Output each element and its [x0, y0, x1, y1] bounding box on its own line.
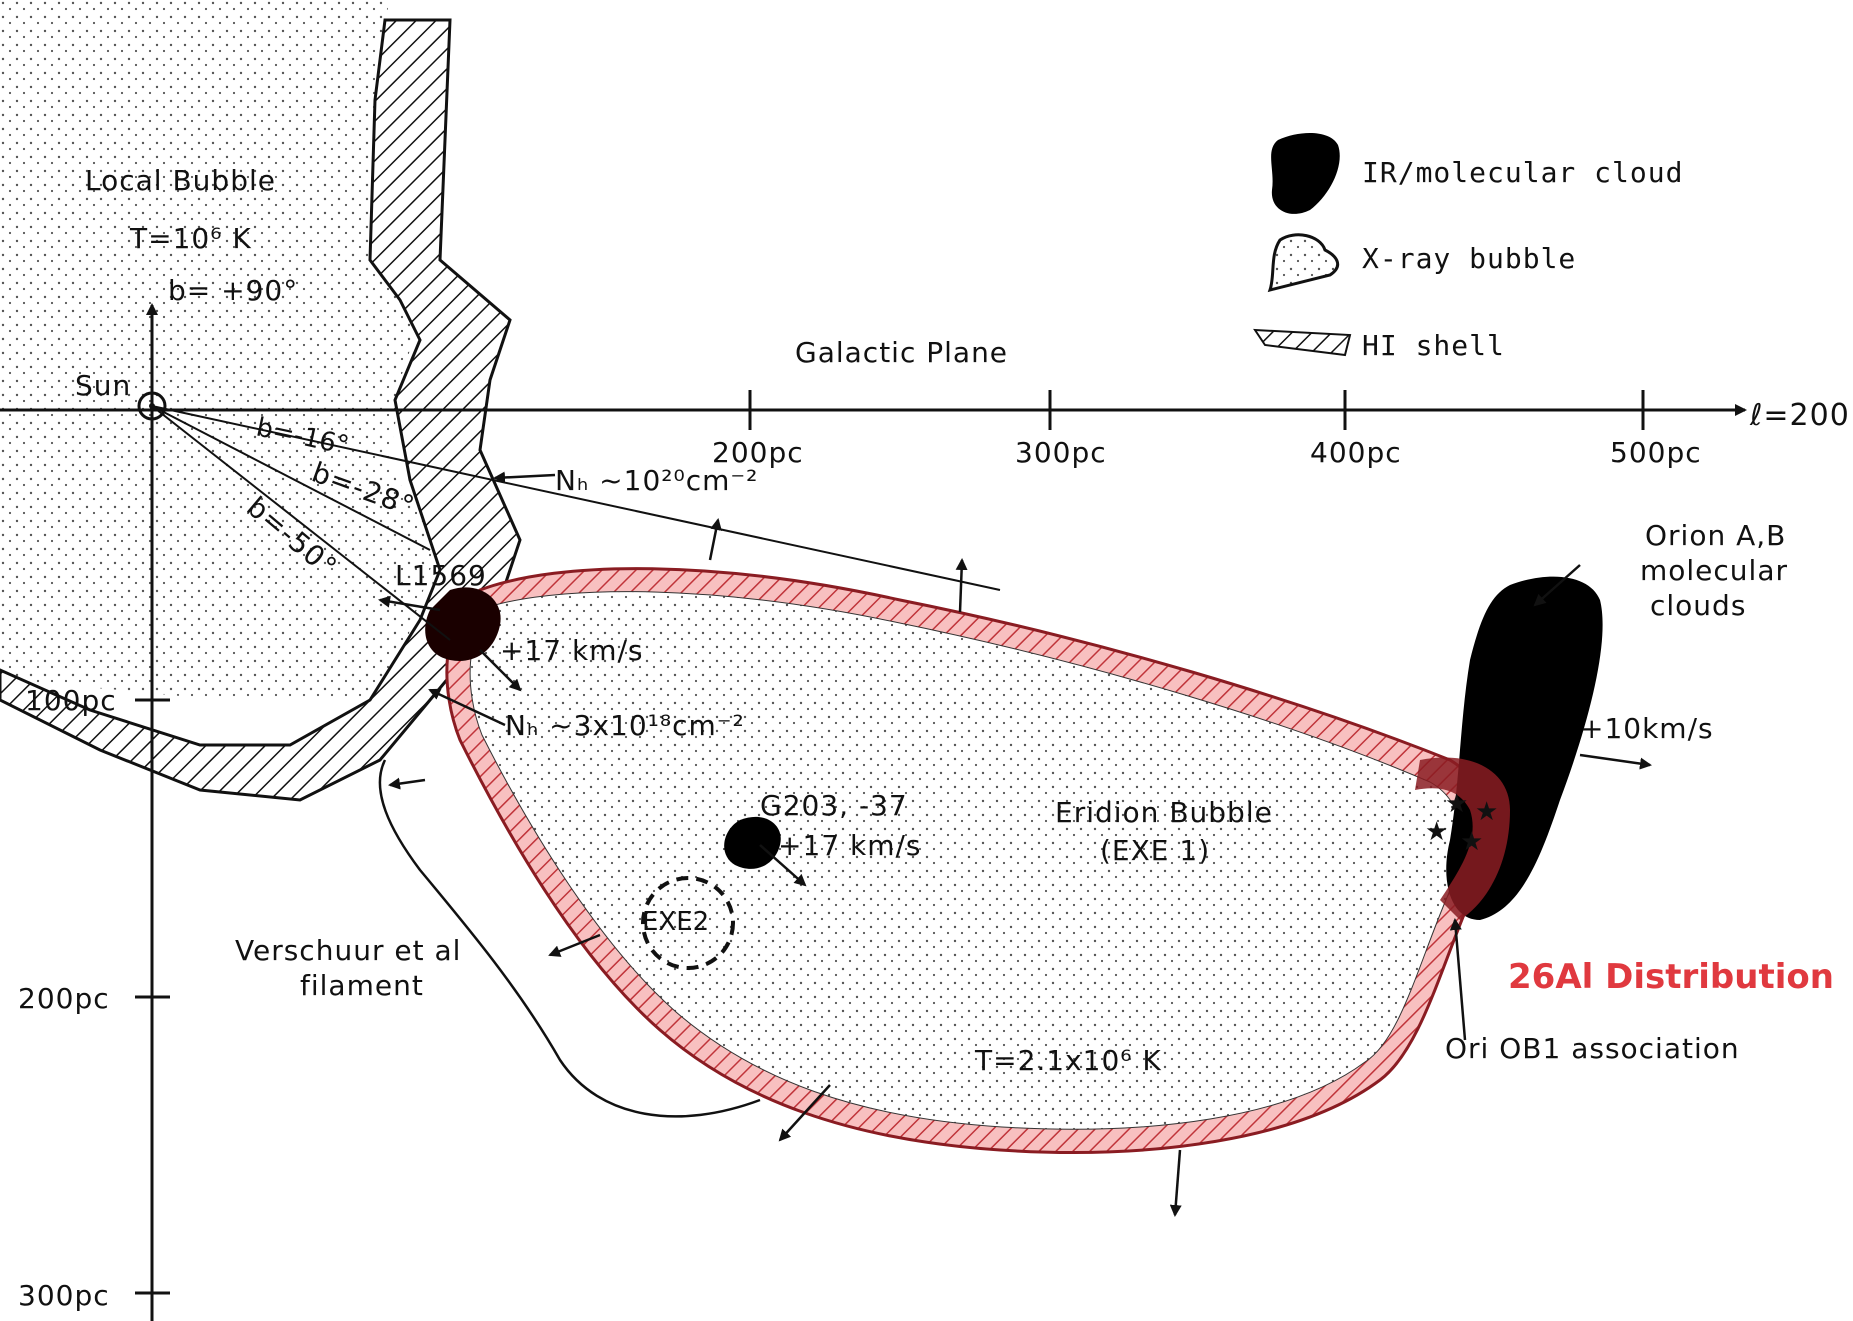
- orion-label-2: molecular: [1640, 554, 1788, 587]
- g203-label: G203, -37: [760, 789, 908, 822]
- arrow-10: [1579, 753, 1652, 770]
- local-bubble-label: Local Bubble: [85, 164, 276, 197]
- local-bubble-region: [0, 0, 440, 700]
- arrow-2: [955, 558, 968, 613]
- local-bubble-temp: T=10⁶ K: [129, 222, 252, 255]
- l1569-label: L1569: [395, 559, 487, 592]
- ori-ob1-label: Ori OB1 association: [1445, 1032, 1740, 1065]
- sightline-b-28: [151, 405, 431, 551]
- arrow-5: [388, 777, 426, 790]
- y-tick-label-100: 100pc: [25, 684, 117, 717]
- v-plus17b-label: +17 km/s: [778, 829, 922, 862]
- xray-bubble-icon: [1267, 233, 1340, 293]
- arrow-8: [778, 1084, 831, 1142]
- g203-cloud: [724, 816, 781, 869]
- arrow-6: [759, 844, 807, 887]
- y-tick-label-300: 300pc: [18, 1279, 110, 1312]
- eridion-temp-label: T=2.1x10⁶ K: [974, 1044, 1162, 1077]
- nh-1e20-label: Nₕ ~10²⁰cm⁻²: [555, 464, 758, 497]
- eridion-label-2: (EXE 1): [1100, 834, 1210, 867]
- arrow-13: [428, 688, 506, 727]
- sightline-b-16: [151, 405, 1001, 591]
- ori-star-4: ★: [1460, 827, 1483, 857]
- ori-star-3: ★: [1425, 817, 1448, 847]
- exe2-bubble: [641, 876, 735, 970]
- legend-ir-cloud-label: IR/molecular cloud: [1362, 156, 1683, 189]
- arrow-3: [479, 649, 522, 692]
- nh-3e18-label: Nₕ ~3x10¹⁸cm⁻²: [505, 709, 745, 742]
- arrow-1: [708, 518, 722, 561]
- sightline-b-50: [151, 405, 451, 641]
- l1569-cloud: [425, 587, 501, 661]
- eridion-label-1: Eridion Bubble: [1055, 796, 1273, 829]
- orion-label-1: Orion A,B: [1645, 519, 1786, 552]
- al26-label: 26Al Distribution: [1508, 957, 1834, 997]
- x-tick-label-500: 500pc: [1610, 436, 1702, 469]
- hi-shell-icon: [1253, 328, 1352, 357]
- eridion-interior: [469, 591, 1462, 1130]
- exe2-label: EXE2: [642, 907, 709, 937]
- ir-cloud-icon: [1271, 133, 1340, 214]
- v-plus10-label: +10km/s: [1580, 712, 1714, 745]
- v-plus17a-label: +17 km/s: [500, 634, 644, 667]
- verschuur-label-1: Verschuur et al: [235, 934, 461, 967]
- verschuur-filament-line: [378, 759, 761, 1118]
- sun-label: Sun: [75, 369, 131, 402]
- ori-star-1: ★: [1445, 789, 1468, 819]
- x-tick-label-300: 300pc: [1015, 436, 1107, 469]
- arrow-9: [1169, 1149, 1182, 1217]
- x-tick-label-200: 200pc: [712, 436, 804, 469]
- arrow-7: [548, 933, 601, 957]
- arrow-11: [1533, 564, 1581, 607]
- verschuur-label-2: filament: [300, 969, 424, 1002]
- arrow-14: [1449, 918, 1467, 1041]
- hi-shell-upper: [0, 18, 522, 802]
- sun-icon: [137, 391, 167, 421]
- x-tick-label-400: 400pc: [1310, 436, 1402, 469]
- orion-label-3: clouds: [1650, 589, 1746, 622]
- l-axis-label: ℓ=200: [1749, 398, 1850, 433]
- arrow-4: [378, 595, 441, 612]
- b-plus90-label: b= +90°: [168, 274, 298, 307]
- al26-region: [1415, 757, 1510, 920]
- galactic-plane-label: Galactic Plane: [795, 336, 1008, 369]
- y-tick-label-200: 200pc: [18, 982, 110, 1015]
- legend-xray-bubble-label: X-ray bubble: [1362, 242, 1576, 275]
- ori-star-2: ★: [1475, 797, 1498, 827]
- legend-hi-shell-label: HI shell: [1362, 329, 1505, 362]
- arrow-12: [493, 471, 556, 484]
